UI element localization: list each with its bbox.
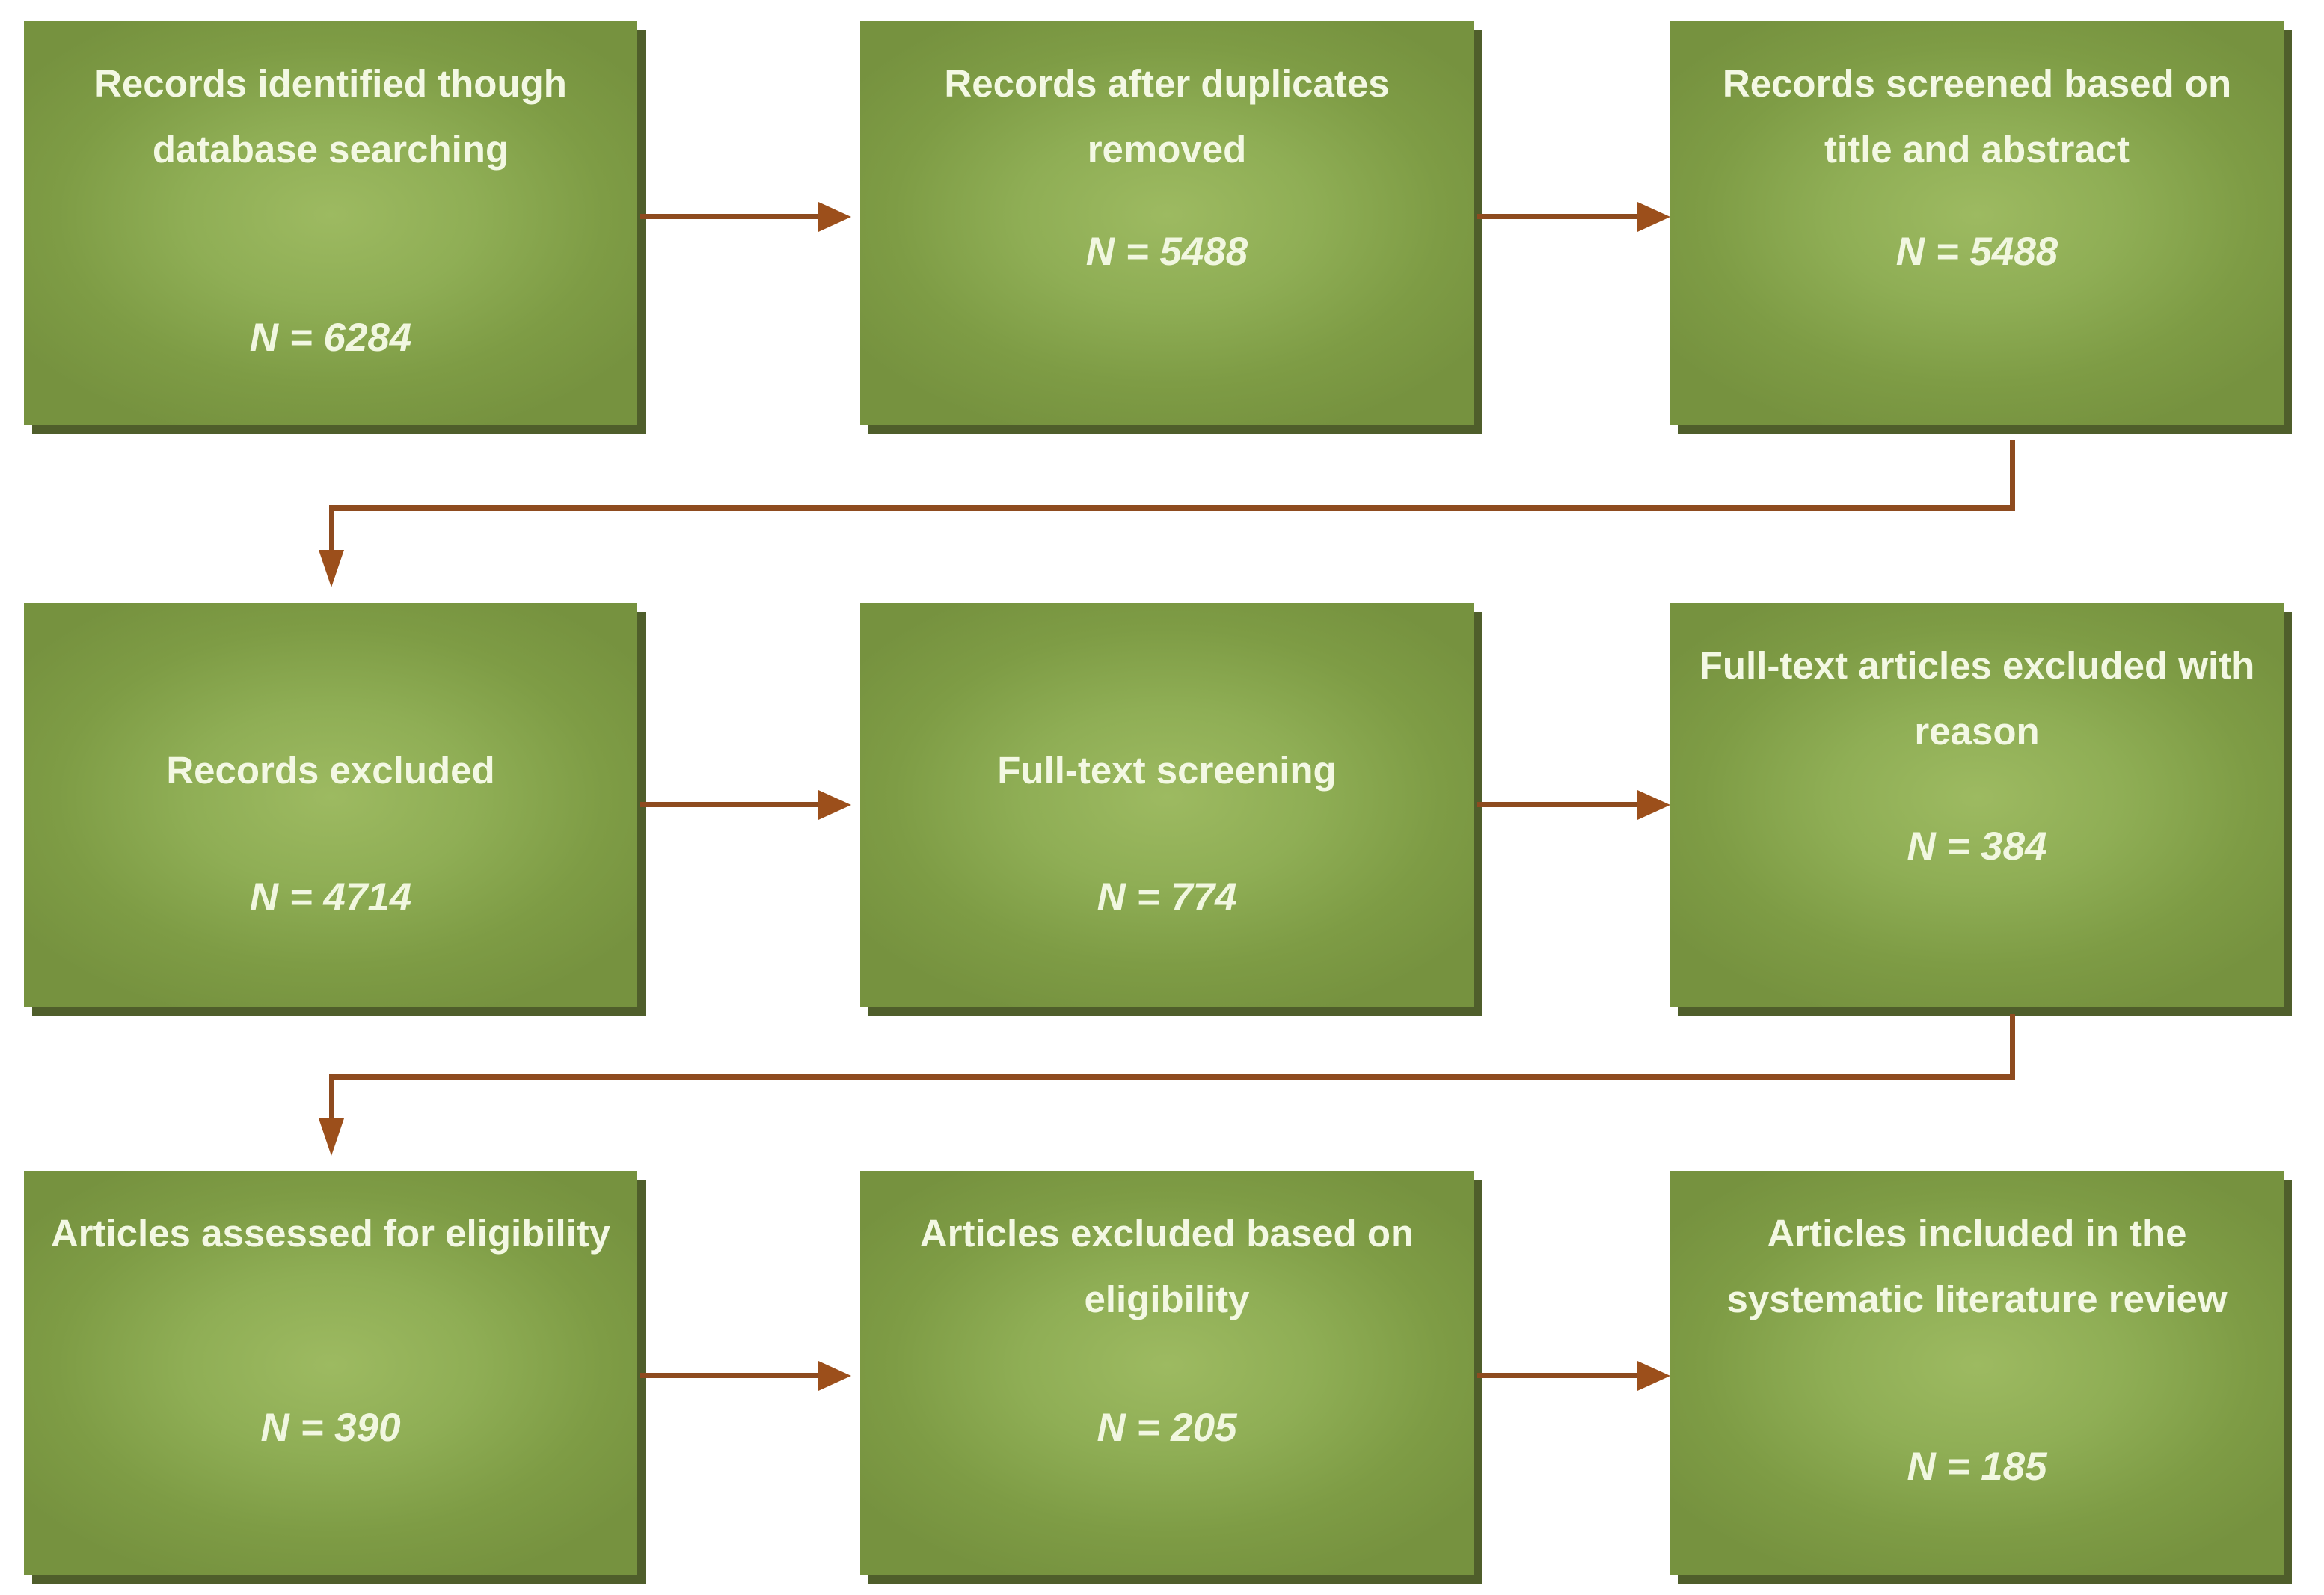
arrow-line-identified-to-duplicates <box>640 214 818 219</box>
box-count: N = 205 <box>1097 1406 1237 1450</box>
arrow-head-right-icon <box>1637 1361 1670 1391</box>
flow-box-records-excluded: Records excluded N = 4714 <box>24 603 637 1007</box>
flow-box-articles-included: Articles included in the systematic lite… <box>1670 1171 2284 1575</box>
elbow1-vertical-to-excluded <box>329 505 334 551</box>
arrow-line-aexcluded-to-included <box>1477 1373 1637 1378</box>
arrow-line-assessed-to-aexcluded <box>640 1373 818 1378</box>
flow-box-fulltext-excluded: Full-text articles excluded with reason … <box>1670 603 2284 1007</box>
flow-box-fulltext-screening: Full-text screening N = 774 <box>860 603 1474 1007</box>
box-title: Full-text screening <box>997 749 1337 792</box>
box-count: N = 4714 <box>249 875 412 919</box>
box-title: Articles assessed for eligibility <box>50 1212 611 1255</box>
box-count: N = 390 <box>260 1406 401 1450</box>
elbow1-horizontal <box>329 505 2015 511</box>
box-title: Full-text articles excluded with reason <box>1699 644 2255 753</box>
flow-box-records-screened: Records screened based on title and abst… <box>1670 21 2284 425</box>
box-count: N = 5488 <box>1085 230 1248 274</box>
arrow-head-right-icon <box>818 202 851 232</box>
arrow-line-fulltext-to-ftexcluded <box>1477 802 1637 807</box>
arrow-head-down-icon <box>319 1118 344 1156</box>
box-title: Records excluded <box>166 749 495 792</box>
box-title: Records identified though database searc… <box>94 62 567 171</box>
box-count: N = 185 <box>1907 1445 2047 1489</box>
arrow-head-right-icon <box>1637 790 1670 820</box>
arrow-head-right-icon <box>818 790 851 820</box>
flow-box-records-identified: Records identified though database searc… <box>24 21 637 425</box>
box-title: Records after duplicates removed <box>944 62 1390 171</box>
arrow-line-excluded-to-fulltext <box>640 802 818 807</box>
elbow2-horizontal <box>329 1074 2015 1080</box>
flow-box-articles-excluded: Articles excluded based on eligibility N… <box>860 1171 1474 1575</box>
box-title: Articles excluded based on eligibility <box>919 1212 1414 1320</box>
elbow1-vertical-from-screened <box>2010 440 2015 507</box>
flow-box-articles-assessed: Articles assessed for eligibility N = 39… <box>24 1171 637 1575</box>
arrow-head-right-icon <box>818 1361 851 1391</box>
arrow-head-down-icon <box>319 550 344 587</box>
arrow-line-duplicates-to-screened <box>1477 214 1637 219</box>
elbow2-vertical-from-ftexcluded <box>2010 1014 2015 1076</box>
box-count: N = 5488 <box>1895 230 2058 274</box>
box-title: Articles included in the systematic lite… <box>1726 1212 2228 1320</box>
flow-box-duplicates-removed: Records after duplicates removed N = 548… <box>860 21 1474 425</box>
arrow-head-right-icon <box>1637 202 1670 232</box>
box-count: N = 384 <box>1907 824 2047 869</box>
box-count: N = 774 <box>1097 875 1237 919</box>
elbow2-vertical-to-assessed <box>329 1074 334 1120</box>
box-count: N = 6284 <box>249 316 412 360</box>
box-title: Records screened based on title and abst… <box>1722 62 2232 171</box>
